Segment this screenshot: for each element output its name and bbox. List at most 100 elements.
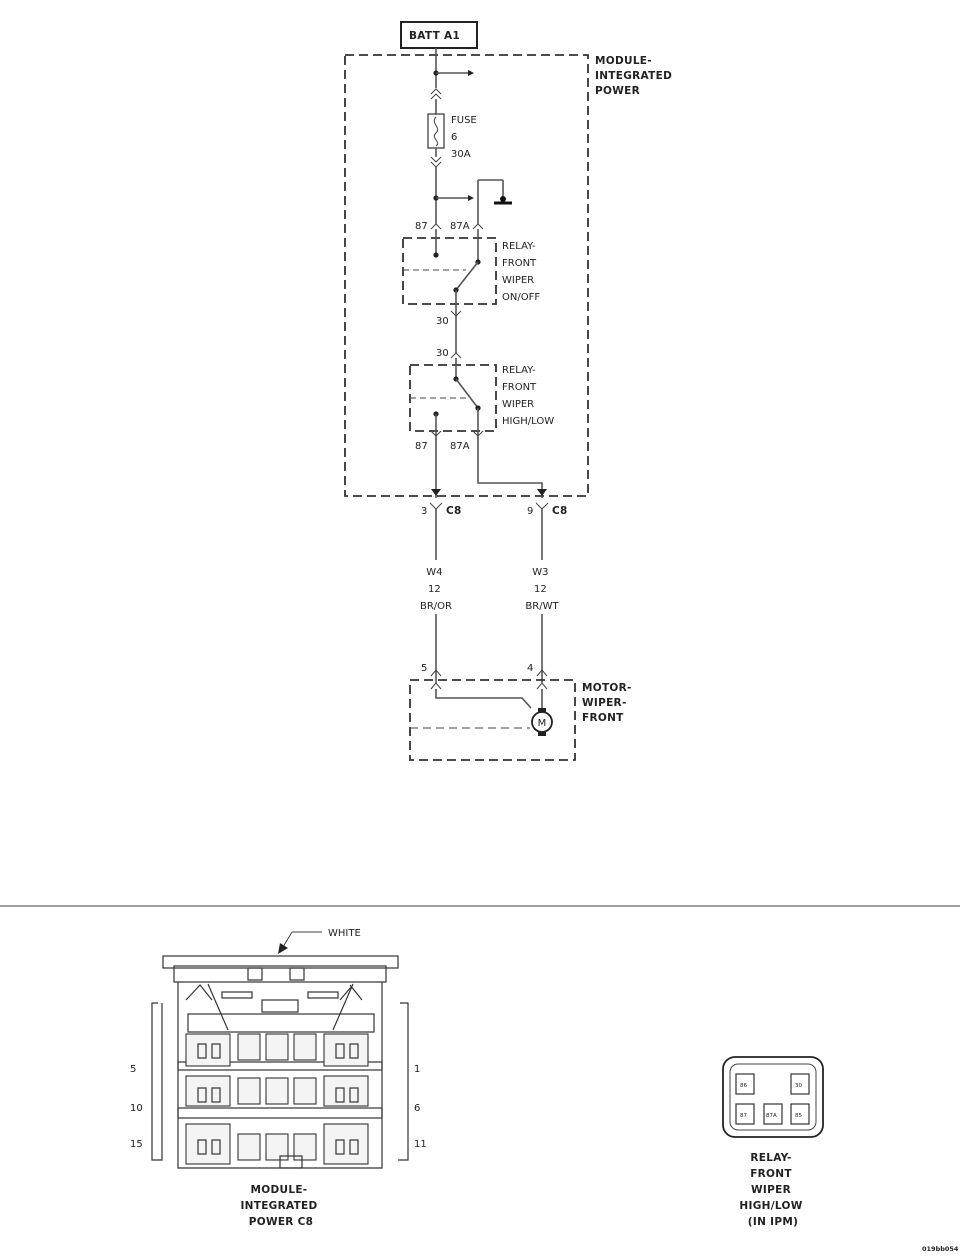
terminal xyxy=(211,1139,221,1155)
batt-a1-box: BATT A1 xyxy=(400,21,478,49)
batt-a1-label: BATT A1 xyxy=(409,30,460,42)
fuse-label: FUSE 6 30A xyxy=(451,115,480,160)
relay-cavity xyxy=(790,1073,810,1095)
cavity xyxy=(237,1033,261,1061)
housing-key xyxy=(279,1155,303,1169)
connector-color-callout: WHITE xyxy=(328,928,361,939)
relay-on-off-pin-87a: 87A xyxy=(450,221,470,232)
housing-slot xyxy=(221,991,253,999)
arrow-icon xyxy=(431,489,441,496)
cavity-label: 86 xyxy=(740,1083,747,1089)
relay-on-off-pin-30: 30 xyxy=(436,316,449,327)
connector-left-name: C8 xyxy=(446,505,462,517)
cavity-label: 87A xyxy=(766,1113,777,1119)
relay-on-off-outline xyxy=(402,237,497,305)
arrow-icon xyxy=(278,943,288,954)
cavity-label: 87 xyxy=(740,1113,747,1119)
terminal xyxy=(349,1139,359,1155)
pin-chevron-icon xyxy=(430,223,442,230)
motor-brush-wire xyxy=(435,689,532,709)
relay-cavity-view: 86 30 87 87A 85 RELAY- FRONT WIPER HIGH/… xyxy=(722,1056,824,1228)
terminal xyxy=(197,1139,207,1155)
module-integrated-power-outline xyxy=(344,54,589,497)
relay-cavity xyxy=(735,1103,755,1125)
cavity xyxy=(265,1077,289,1105)
relay-on-off-label: RELAY- FRONT WIPER ON/OFF xyxy=(502,241,540,303)
relay-view-name: RELAY- FRONT WIPER HIGH/LOW (IN IPM) xyxy=(739,1152,806,1228)
cavity xyxy=(237,1077,261,1105)
housing-notch xyxy=(247,967,263,981)
motor-wiper-front-outline xyxy=(409,679,576,761)
cavity xyxy=(185,1033,231,1067)
terminal xyxy=(197,1087,207,1103)
cavity-label: 30 xyxy=(795,1083,802,1089)
terminal xyxy=(197,1043,207,1059)
motor-brush-bottom xyxy=(538,732,546,736)
pin-label: 5 xyxy=(130,1064,136,1075)
pin-label: 6 xyxy=(414,1103,420,1114)
cavity xyxy=(237,1133,261,1161)
row-divider xyxy=(177,1107,383,1119)
cavity xyxy=(265,1033,289,1061)
motor-pin-left: 5 xyxy=(421,663,427,674)
relay-switch-arm xyxy=(455,378,479,409)
wire-left-label: W4 12 BR/OR xyxy=(420,567,452,612)
cavity xyxy=(265,1133,289,1161)
contact-dot xyxy=(433,252,439,258)
pin-chevron-icon xyxy=(430,669,442,677)
schematic: BATT A1 MODULE- INTEGRATED POWER FUSE 6 … xyxy=(344,21,676,761)
pin-label: 11 xyxy=(414,1139,427,1150)
row-divider xyxy=(177,1061,383,1071)
relay-cavity xyxy=(763,1103,783,1125)
motor-pin-right: 4 xyxy=(527,663,533,674)
callout-line xyxy=(282,931,293,948)
pin-label: 15 xyxy=(130,1139,143,1150)
pin-chevron-icon xyxy=(536,682,548,690)
housing-notch xyxy=(289,967,305,981)
housing-top-rail xyxy=(162,955,399,969)
module-integrated-power-label: MODULE- INTEGRATED POWER xyxy=(595,55,676,97)
relay-high-low-label: RELAY- FRONT WIPER HIGH/LOW xyxy=(502,365,554,427)
relay-on-off-pin-87: 87 xyxy=(415,221,428,232)
output-wire-right xyxy=(477,436,543,498)
connector-chevron-icon xyxy=(430,156,442,168)
cavity xyxy=(293,1077,317,1105)
pin-chevron-icon xyxy=(536,669,548,677)
motor-wiper-front-label: MOTOR- WIPER- FRONT xyxy=(582,682,636,724)
relay-cavity xyxy=(790,1103,810,1125)
cavity xyxy=(185,1123,231,1165)
cavity xyxy=(185,1075,231,1107)
housing-top-band xyxy=(173,965,387,983)
housing-ribs xyxy=(207,983,354,1031)
ground-dot xyxy=(500,196,506,202)
housing-latch xyxy=(151,1002,409,1161)
terminal xyxy=(349,1087,359,1103)
relay-high-low-pin-30: 30 xyxy=(436,348,449,359)
pin-chevron-icon xyxy=(430,682,442,690)
relay-switch-arm xyxy=(455,261,479,291)
terminal xyxy=(335,1043,345,1059)
pin-label: 1 xyxy=(414,1064,420,1075)
arrow-icon xyxy=(468,195,474,201)
terminal xyxy=(349,1043,359,1059)
relay-high-low-pin-87a: 87A xyxy=(450,441,470,452)
cavity xyxy=(323,1033,369,1067)
relay-base-outer xyxy=(722,1056,824,1138)
fuse-element xyxy=(433,116,439,147)
terminal xyxy=(335,1087,345,1103)
connector-c8-view: WHITE xyxy=(130,928,427,1228)
motor-brush-top xyxy=(538,708,546,712)
cavity xyxy=(293,1133,317,1161)
cavity xyxy=(293,1033,317,1061)
terminal xyxy=(335,1139,345,1155)
pin-chevron-icon xyxy=(450,352,462,359)
connector-chevron-icon xyxy=(430,88,442,100)
housing-slot xyxy=(307,991,339,999)
connector-c8-right-icon xyxy=(535,502,549,510)
cavity-label: 85 xyxy=(795,1113,802,1119)
connector-c8-left-icon xyxy=(429,502,443,510)
relay-high-low-pin-87: 87 xyxy=(415,441,428,452)
terminal xyxy=(211,1043,221,1059)
arrow-icon xyxy=(468,70,474,76)
